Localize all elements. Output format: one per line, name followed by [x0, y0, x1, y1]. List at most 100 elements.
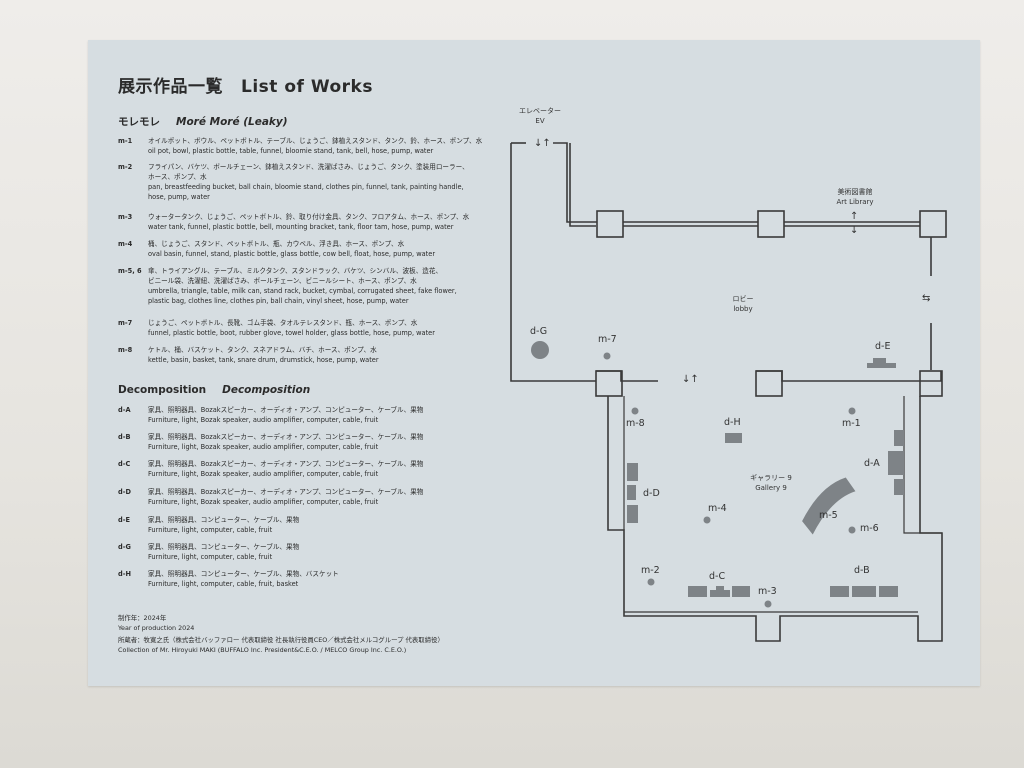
work-materials-jp: じょうご、ペットボトル、長靴、ゴム手袋、タオルテレスタンド、瓶、ホース、ポンプ、…	[148, 319, 418, 327]
work-materials-jp: ウォータータンク、じょうご、ペットボトル、鈴、取り付け金具、タンク、フロアタム、…	[148, 213, 470, 221]
work-code: m-7	[118, 319, 133, 327]
work-materials-jp: 家具、照明器具、コンピューター、ケーブル、果物	[148, 543, 300, 551]
work-code: m-1	[118, 137, 133, 145]
lobby-label-jp: ロビー	[732, 295, 754, 303]
object-m-6	[848, 526, 856, 534]
gallery-label-en: Gallery 9	[755, 484, 787, 492]
work-materials-jp-2: ビニール袋、洗濯紐、洗濯ばさみ、ボールチェーン、ビニールシート、ホース、ポンプ、…	[148, 277, 417, 285]
gallery-label-jp: ギャラリー 9	[750, 474, 792, 482]
plan-objects	[531, 341, 904, 608]
title-en: List of Works	[241, 77, 373, 97]
object-d-D	[627, 485, 636, 500]
work-materials-jp: 家具、照明器具、Bozakスピーカー、オーディオ・アンプ、コンピューター、ケーブ…	[148, 433, 424, 441]
work-materials-jp: フライパン、バケツ、ボールチェーン、鉢植えスタンド、洗濯ばさみ、じょうご、タンク…	[148, 163, 469, 171]
work-materials-en: kettle, basin, basket, tank, snare drum,…	[148, 356, 379, 364]
object-d-D	[627, 463, 638, 481]
work-materials-en: Furniture, light, computer, cable, fruit	[148, 553, 273, 561]
object-d-C	[710, 586, 730, 597]
marker-label: m-1	[842, 418, 861, 429]
work-code: m-5, 6	[118, 267, 142, 275]
footer: 制作年：2024年 Year of production 2024 所蔵者：牧寛…	[118, 614, 498, 655]
work-code: d-G	[118, 543, 131, 551]
work-code: d-H	[118, 570, 131, 578]
object-d-C	[732, 586, 750, 597]
object-d-H	[725, 433, 742, 443]
object-m-7	[603, 352, 611, 360]
lobby-label: ロビー lobby	[725, 294, 761, 314]
object-d-E	[867, 358, 896, 368]
work-code: m-8	[118, 346, 133, 354]
object-m-1	[848, 407, 856, 415]
object-d-B	[879, 586, 898, 597]
object-d-G	[531, 341, 549, 359]
double-arrow-icon: ↓↑	[534, 138, 551, 149]
marker-label: d-B	[854, 565, 870, 576]
work-materials-jp: 家具、照明器具、Bozakスピーカー、オーディオ・アンプ、コンピューター、ケーブ…	[148, 406, 424, 414]
object-d-B	[830, 586, 849, 597]
marker-label: d-A	[864, 458, 880, 469]
library-label-jp: 美術図書館	[837, 188, 873, 196]
plan-wall	[903, 396, 942, 534]
work-materials-en: Furniture, light, Bozak speaker, audio a…	[148, 416, 379, 424]
marker-label: d-C	[709, 571, 726, 582]
object-d-A	[894, 430, 904, 446]
plan-wall	[756, 370, 942, 382]
info-panel	[88, 40, 980, 686]
object-m-8	[631, 407, 639, 415]
marker-label: m-3	[758, 586, 777, 597]
lobby-label-en: lobby	[733, 305, 753, 313]
work-materials-jp: 家具、照明器具、コンピューター、ケーブル、果物、バスケット	[148, 570, 339, 578]
plan-wall	[510, 143, 596, 382]
up-down-arrow-icon: ↑↓	[850, 211, 859, 236]
work-materials-en: funnel, plastic bottle, boot, rubber glo…	[148, 329, 435, 337]
plan-pillar	[755, 370, 783, 397]
collection-jp: 所蔵者：牧寛之氏（株式会社バッファロー 代表取締役 社長執行役員CEO／株式会社…	[118, 636, 444, 644]
plan-wall	[596, 370, 658, 382]
marker-label: d-D	[643, 488, 660, 499]
object-m-4	[703, 516, 711, 524]
object-m-3	[764, 600, 772, 608]
library-label: 美術図書館 Art Library	[826, 187, 884, 207]
work-materials-jp: 家具、照明器具、Bozakスピーカー、オーディオ・アンプ、コンピューター、ケーブ…	[148, 460, 424, 468]
work-materials-en: Furniture, light, Bozak speaker, audio a…	[148, 498, 379, 506]
object-d-B	[852, 586, 876, 597]
work-code: m-3	[118, 213, 133, 221]
plan-pillar	[757, 210, 785, 238]
object-d-C	[688, 586, 707, 597]
work-materials-en: Furniture, light, computer, cable, fruit	[148, 526, 273, 534]
marker-label: m-8	[626, 418, 645, 429]
object-d-D	[627, 505, 638, 523]
work-code: m-4	[118, 240, 133, 248]
work-code: d-B	[118, 433, 131, 441]
library-label-en: Art Library	[836, 198, 874, 206]
work-materials-en: Furniture, light, Bozak speaker, audio a…	[148, 443, 379, 451]
marker-label: m-5	[819, 510, 838, 521]
plan-pillar	[596, 210, 624, 238]
work-code: m-2	[118, 163, 133, 171]
work-materials-jp-2: ホース、ポンプ、水	[148, 173, 207, 181]
work-materials-en: Furniture, light, computer, cable, fruit…	[148, 580, 299, 588]
work-materials-en: oil pot, bowl, plastic bottle, table, fu…	[148, 147, 434, 155]
section-title-jp: Decomposition	[118, 384, 207, 396]
work-materials-jp: ケトル、桶、バスケット、タンク、スネアドラム、バチ、ホース、ポンプ、水	[148, 346, 377, 354]
ev-label-en: EV	[535, 117, 545, 125]
plan-wall	[569, 143, 596, 227]
object-d-A	[894, 479, 904, 495]
marker-label: d-H	[724, 417, 741, 428]
work-materials-en: oval basin, funnel, stand, plastic bottl…	[148, 250, 436, 258]
gallery-label: ギャラリー 9 Gallery 9	[742, 473, 800, 493]
plan-pillar	[919, 370, 943, 397]
left-right-arrow-icon: ⇆	[922, 293, 931, 304]
object-d-A	[888, 451, 904, 475]
marker-label: m-7	[598, 334, 617, 345]
year-jp: 制作年：2024年	[118, 614, 167, 622]
marker-label: m-4	[708, 503, 727, 514]
work-materials-jp: オイルポット、ボウル、ペットボトル、テーブル、じょうご、鉢植えスタンド、タンク、…	[148, 137, 483, 145]
work-materials-en: umbrella, triangle, table, milk can, sta…	[148, 287, 457, 295]
work-code: d-A	[118, 406, 131, 414]
work-materials-en: pan, breastfeeding bucket, ball chain, b…	[148, 183, 464, 191]
